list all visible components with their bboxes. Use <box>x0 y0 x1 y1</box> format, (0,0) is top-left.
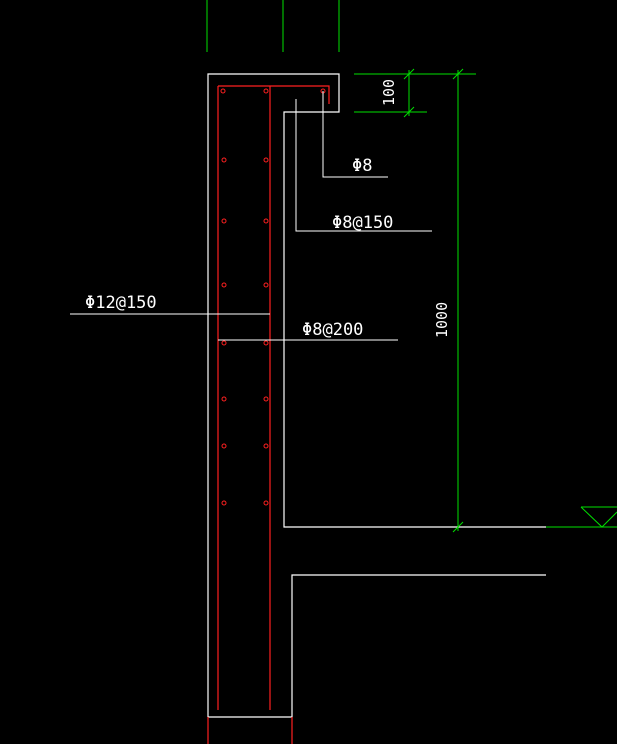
label-stirrup: Φ8@150 <box>332 213 393 233</box>
label-top-bar: Φ8 <box>352 156 372 176</box>
rebar-top-hook <box>218 85 330 104</box>
leader-stirrup <box>295 99 432 232</box>
rebar-dot <box>263 500 269 506</box>
label-distribution-bars: Φ8@200 <box>302 320 363 340</box>
dim-tick <box>452 68 464 80</box>
upper-reference-lines <box>206 0 340 52</box>
dim-tick <box>403 68 415 80</box>
rebar-group <box>207 85 330 744</box>
wall-outline-lower <box>208 574 546 718</box>
leader-lines <box>70 91 432 341</box>
rebar-dot <box>220 88 226 94</box>
rebar-dot <box>263 282 269 288</box>
rebar-dot <box>221 340 227 346</box>
rebar-dot <box>263 88 269 94</box>
rebar-dot <box>263 340 269 346</box>
rebar-dot <box>263 396 269 402</box>
concrete-outline <box>207 73 546 718</box>
dimension-lines <box>354 68 617 533</box>
dim-tick <box>403 106 415 118</box>
rebar-dot <box>263 443 269 449</box>
dim-tick <box>452 521 464 533</box>
rebar-dot <box>221 500 227 506</box>
rebar-dot <box>221 218 227 224</box>
rebar-dot <box>221 396 227 402</box>
rebar-dot <box>221 282 227 288</box>
dim-label-total: 1000 <box>433 302 451 338</box>
rebar-dot <box>221 157 227 163</box>
level-marker-triangle <box>580 506 617 528</box>
rebar-dot <box>263 157 269 163</box>
dim-label-small: 100 <box>380 79 398 106</box>
label-vertical-bars: Φ12@150 <box>85 293 157 313</box>
wall-outline-upper <box>207 73 546 717</box>
leader-top-bar <box>322 91 388 178</box>
rebar-dot <box>221 443 227 449</box>
rebar-dots <box>220 88 326 506</box>
rebar-dot <box>263 218 269 224</box>
